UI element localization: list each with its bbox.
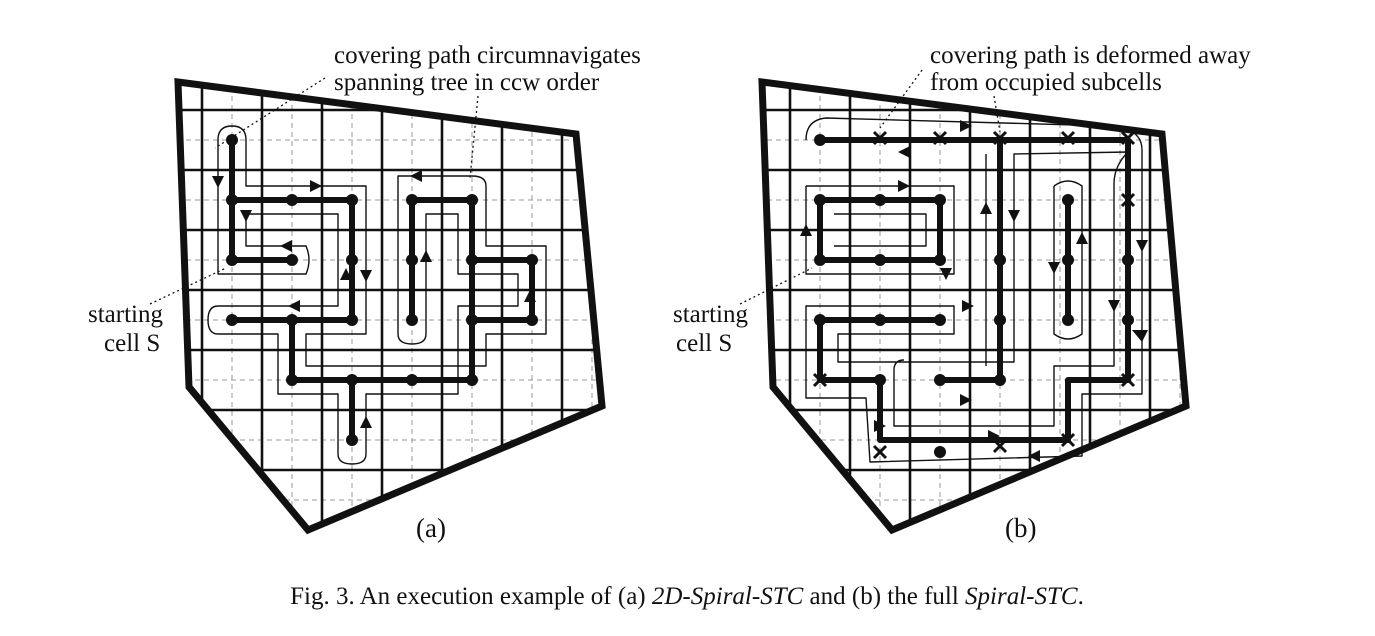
panel-b-label: (b): [1005, 513, 1036, 543]
caption-alg1: 2D-Spiral-STC: [652, 583, 804, 610]
start-a-line1: starting: [88, 301, 163, 328]
occupied-subcells-b: [812, 130, 1136, 460]
caption-suffix: .: [1078, 583, 1084, 610]
covering-path-b: [805, 117, 1143, 463]
grid-a: [178, 82, 602, 530]
annotation-b: covering path is deformed away from occu…: [879, 42, 1251, 133]
grid-b: [762, 82, 1186, 530]
covering-path-a: [207, 125, 547, 465]
start-b-line2: cell S: [676, 330, 732, 357]
annotation-a-line1: covering path circumnavigates: [334, 42, 641, 69]
annotation-b-line2: from occupied subcells: [930, 69, 1162, 96]
start-b-line1: starting: [673, 301, 748, 328]
path-arrows-b: [800, 120, 1148, 462]
annotation-b-line1: covering path is deformed away: [930, 42, 1251, 69]
path-arrows-a: [212, 170, 536, 428]
start-label-a: starting cell S: [88, 267, 227, 357]
start-a-line2: cell S: [104, 330, 160, 357]
figure-caption: Fig. 3. An execution example of (a) 2D-S…: [290, 583, 1084, 610]
caption-middle: and (b) the full: [803, 583, 965, 610]
caption-prefix: Fig. 3. An execution example of (a): [290, 583, 652, 610]
annotation-a-line2: spanning tree in ccw order: [334, 69, 600, 96]
start-label-b: starting cell S: [673, 267, 813, 357]
panel-b: covering path is deformed away from occu…: [673, 42, 1251, 543]
caption-alg2: Spiral-STC: [965, 583, 1078, 610]
boundary-a: [174, 77, 606, 535]
panel-a: covering path circumnavigates spanning t…: [88, 42, 641, 543]
tree-nodes-a: [226, 134, 538, 446]
tree-nodes-b: [814, 134, 1134, 458]
annotation-a: covering path circumnavigates spanning t…: [214, 42, 641, 179]
panel-a-label: (a): [416, 513, 446, 543]
